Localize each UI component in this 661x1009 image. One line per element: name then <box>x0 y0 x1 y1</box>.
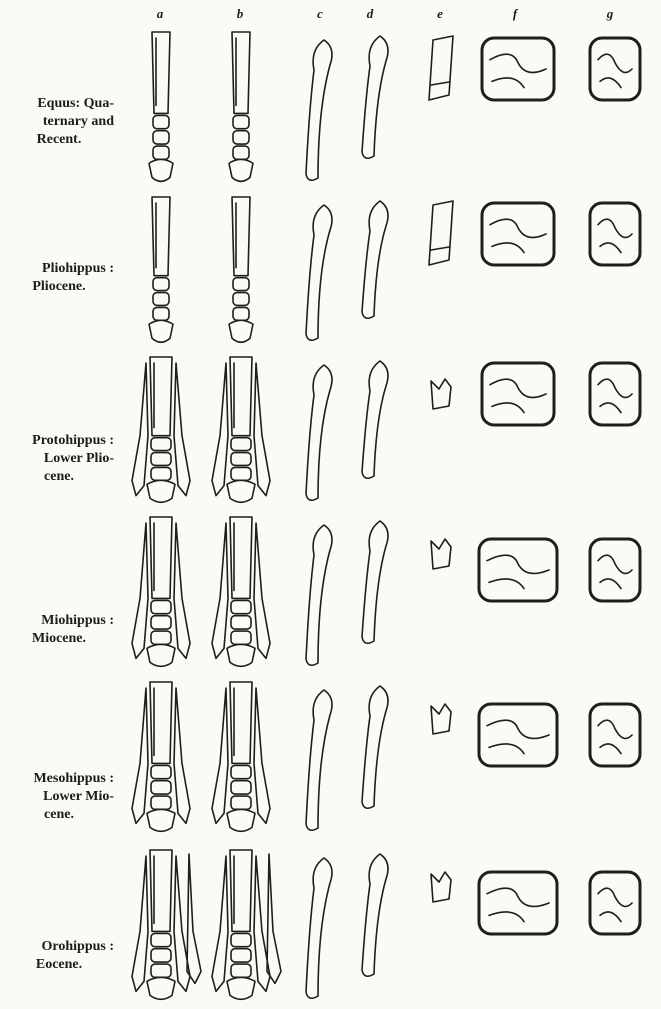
bone-c-mesohippus <box>306 690 332 830</box>
tooth-f-mesohippus <box>479 704 557 766</box>
bone-c-equus <box>306 40 332 180</box>
foot-a-orohippus <box>132 850 201 999</box>
tooth-g-miohippus <box>590 539 640 601</box>
foot-a-miohippus <box>132 517 190 666</box>
bone-d-miohippus <box>362 521 388 643</box>
tooth-g-pliohippus <box>590 203 640 265</box>
foot-b-orohippus <box>212 850 281 999</box>
foot-b-protohippus <box>212 357 270 502</box>
foot-b-mesohippus <box>212 682 270 831</box>
bone-d-protohippus <box>362 361 388 478</box>
bone-d-pliohippus <box>362 201 388 318</box>
bone-d-orohippus <box>362 854 388 976</box>
tooth-g-mesohippus <box>590 704 640 766</box>
tooth-e-equus <box>429 36 453 100</box>
tooth-e-orohippus <box>431 872 451 902</box>
tooth-g-orohippus <box>590 872 640 934</box>
tooth-g-protohippus <box>590 363 640 425</box>
tooth-e-miohippus <box>431 539 451 569</box>
foot-a-equus <box>149 32 173 181</box>
tooth-f-miohippus <box>479 539 557 601</box>
tooth-e-pliohippus <box>429 201 453 265</box>
foot-b-miohippus <box>212 517 270 666</box>
tooth-e-mesohippus <box>431 704 451 734</box>
bone-d-equus <box>362 36 388 158</box>
tooth-f-equus <box>482 38 554 100</box>
tooth-g-equus <box>590 38 640 100</box>
foot-b-equus <box>229 32 253 181</box>
foot-a-pliohippus <box>149 197 173 342</box>
bone-c-protohippus <box>306 365 332 500</box>
tooth-e-protohippus <box>431 379 451 409</box>
bone-c-miohippus <box>306 525 332 665</box>
foot-b-pliohippus <box>229 197 253 342</box>
foot-a-protohippus <box>132 357 190 502</box>
bone-d-mesohippus <box>362 686 388 808</box>
bone-c-pliohippus <box>306 205 332 340</box>
tooth-f-protohippus <box>482 363 554 425</box>
foot-a-mesohippus <box>132 682 190 831</box>
tooth-f-orohippus <box>479 872 557 934</box>
tooth-f-pliohippus <box>482 203 554 265</box>
bone-c-orohippus <box>306 858 332 998</box>
